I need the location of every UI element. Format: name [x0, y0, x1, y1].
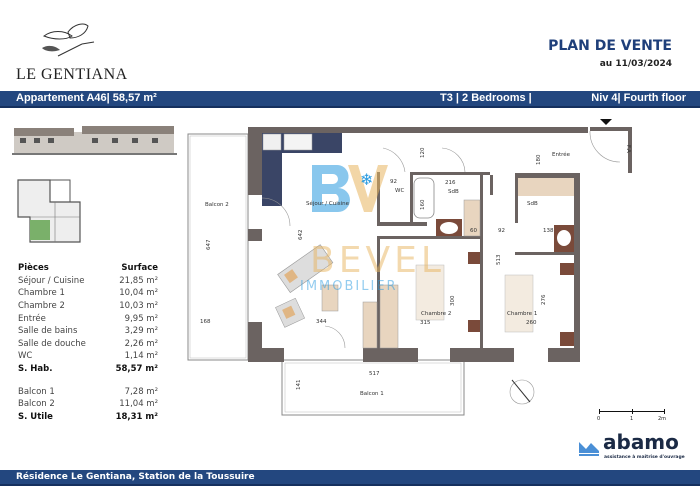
dimension-label: 216: [445, 180, 456, 186]
col-header-surface: Surface: [121, 263, 158, 274]
gentian-flower-logo-icon: [42, 23, 95, 57]
dimension-label: 92: [390, 179, 397, 185]
scale-tick: 2m: [658, 416, 667, 422]
label-balcon-2: Balcon 2: [205, 202, 229, 208]
label-sdb-1: SdB: [448, 189, 459, 195]
apartment-info-band: Appartement A46| 58,57 m² T3 | 2 Bedroom…: [0, 91, 700, 108]
dimension-label: 120: [420, 147, 426, 158]
snowflake-icon: ❄: [360, 170, 373, 189]
dimension-label: 300: [450, 295, 456, 306]
partner-tagline: assistance à maîtrise d'ouvrage: [604, 455, 685, 460]
page-title: PLAN DE VENTE: [548, 38, 672, 54]
floor-plan: BEVEL IMMOBILIER ❄ Séjour / Cuisine WC S…: [187, 119, 632, 416]
col-header-rooms: Pièces: [18, 263, 49, 274]
abamo-logo-icon: [579, 442, 599, 456]
scale-tick: 0: [597, 416, 601, 422]
label-fa: F.A: [625, 145, 631, 153]
compass-icon: [509, 379, 535, 405]
dimension-label: 315: [420, 320, 431, 326]
brand-name: LE GENTIANA: [16, 66, 128, 83]
dimension-label: 168: [200, 319, 211, 325]
label-chambre-2: Chambre 2: [421, 311, 451, 317]
plan-date: au 11/03/2024: [599, 59, 672, 69]
label-sejour: Séjour / Cuisine: [306, 200, 350, 207]
dimension-label: 138: [543, 228, 554, 234]
scale-bar: [599, 409, 665, 414]
footer-text: Résidence Le Gentiana, Station de la Tou…: [16, 472, 255, 482]
dimension-label: 92: [498, 228, 505, 234]
watermark-text: BEVEL: [310, 240, 445, 281]
entrance-arrow-icon: [600, 119, 612, 125]
dimension-label: 647: [206, 239, 212, 250]
apartment-label: Appartement A46| 58,57 m²: [16, 92, 157, 104]
scale-tick: 1: [630, 416, 634, 422]
dimension-label: 160: [420, 199, 426, 210]
label-balcon-1: Balcon 1: [360, 391, 384, 397]
dimension-label: 141: [296, 380, 302, 391]
dimension-label: 180: [536, 154, 542, 165]
label-chambre-1: Chambre 1: [507, 311, 537, 317]
apartment-level: Niv 4| Fourth floor: [591, 92, 686, 104]
apartment-type: T3 | 2 Bedrooms |: [440, 92, 532, 104]
label-entree: Entrée: [552, 151, 571, 158]
dimension-label: 513: [496, 254, 502, 265]
footer-band: Résidence Le Gentiana, Station de la Tou…: [0, 470, 700, 486]
label-wc: WC: [395, 188, 404, 194]
label-sdb-2: SdB: [527, 201, 538, 207]
dimension-label: 60: [470, 228, 477, 234]
dimension-label: 642: [298, 230, 304, 241]
dimension-label: 260: [526, 320, 537, 326]
dimension-label: 276: [541, 294, 547, 305]
dimension-label: 344: [316, 319, 327, 325]
partner-name: abamo: [603, 430, 679, 454]
building-elevation-thumbnail: [12, 126, 177, 155]
watermark-subtext: IMMOBILIER: [300, 279, 398, 294]
total-row: S. Hab.58,57 m²: [18, 364, 158, 375]
dimension-label: 517: [369, 371, 380, 377]
watermark-logo: [312, 164, 388, 212]
key-plan-thumbnail: [17, 179, 81, 243]
